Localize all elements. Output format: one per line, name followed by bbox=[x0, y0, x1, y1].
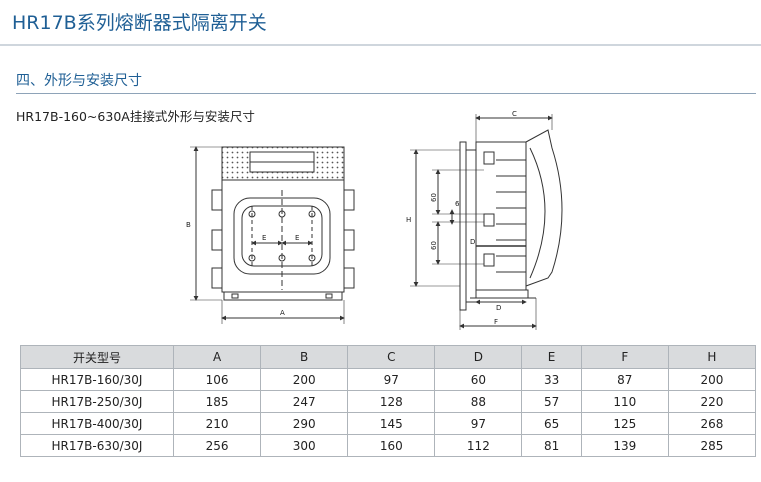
dim-label-E-left: E bbox=[262, 234, 266, 242]
col-header-E: E bbox=[521, 345, 582, 369]
table-row: HR17B-160/30J 106 200 97 60 33 87 200 bbox=[20, 368, 757, 391]
cell-F: 87 bbox=[580, 368, 669, 391]
dim-label-D-right: D bbox=[496, 304, 501, 312]
col-header-A: A bbox=[172, 345, 262, 369]
col-header-F: F bbox=[580, 345, 669, 369]
dim-label-C: C bbox=[512, 110, 517, 118]
table-row: HR17B-630/30J 256 300 160 112 81 139 285 bbox=[20, 434, 757, 457]
cell-F: 139 bbox=[580, 434, 669, 457]
cell-E: 65 bbox=[521, 412, 582, 435]
cell-model: HR17B-400/30J bbox=[20, 412, 174, 435]
col-header-C: C bbox=[347, 345, 436, 369]
dim-label-60-lower: 60 bbox=[430, 241, 438, 250]
cell-F: 125 bbox=[580, 412, 669, 435]
cell-D: 60 bbox=[434, 368, 523, 391]
cell-H: 200 bbox=[667, 368, 757, 391]
dim-label-A: A bbox=[280, 309, 285, 317]
table-row: HR17B-400/30J 210 290 145 97 65 125 268 bbox=[20, 412, 757, 435]
cell-D: 112 bbox=[434, 434, 523, 457]
cell-B: 200 bbox=[260, 368, 349, 391]
side-mounting-plate bbox=[459, 141, 467, 311]
col-header-B: B bbox=[260, 345, 349, 369]
cell-C: 128 bbox=[347, 390, 436, 413]
title-divider bbox=[0, 44, 761, 46]
cell-B: 247 bbox=[260, 390, 349, 413]
cell-F: 110 bbox=[580, 390, 669, 413]
cell-C: 97 bbox=[347, 368, 436, 391]
section-heading: 四、外形与安装尺寸 bbox=[16, 73, 142, 89]
col-header-model: 开关型号 bbox=[20, 345, 174, 369]
cell-A: 256 bbox=[172, 434, 262, 457]
dimension-table: 开关型号 A B C D E F H HR17B-160/30J 106 200… bbox=[20, 345, 757, 457]
cell-E: 33 bbox=[521, 368, 582, 391]
dim-label-6: 6 bbox=[455, 200, 460, 208]
cell-model: HR17B-630/30J bbox=[20, 434, 174, 457]
section-divider bbox=[16, 93, 756, 94]
cell-A: 106 bbox=[172, 368, 262, 391]
col-header-D: D bbox=[434, 345, 523, 369]
technical-drawing: B A E E bbox=[186, 110, 563, 330]
cell-H: 285 bbox=[667, 434, 757, 457]
front-view bbox=[190, 146, 355, 324]
page-title: HR17B系列熔断器式隔离开关 bbox=[12, 12, 267, 34]
cell-C: 145 bbox=[347, 412, 436, 435]
cell-D: 88 bbox=[434, 390, 523, 413]
cell-A: 210 bbox=[172, 412, 262, 435]
table-header-row: 开关型号 A B C D E F H bbox=[20, 345, 757, 369]
side-view bbox=[410, 114, 563, 330]
cell-H: 268 bbox=[667, 412, 757, 435]
dim-label-H: H bbox=[406, 216, 411, 224]
dim-label-B: B bbox=[186, 221, 191, 229]
cell-H: 220 bbox=[667, 390, 757, 413]
front-base-rail bbox=[223, 291, 343, 301]
dim-label-F: F bbox=[494, 318, 498, 326]
cell-C: 160 bbox=[347, 434, 436, 457]
cell-D: 97 bbox=[434, 412, 523, 435]
cell-E: 81 bbox=[521, 434, 582, 457]
cell-E: 57 bbox=[521, 390, 582, 413]
cell-model: HR17B-160/30J bbox=[20, 368, 174, 391]
figure-caption: HR17B-160~630A挂接式外形与安装尺寸 bbox=[16, 109, 255, 124]
table-row: HR17B-250/30J 185 247 128 88 57 110 220 bbox=[20, 390, 757, 413]
cell-model: HR17B-250/30J bbox=[20, 390, 174, 413]
dim-label-60-upper: 60 bbox=[430, 193, 438, 202]
dim-label-E-right: E bbox=[295, 234, 299, 242]
cell-B: 300 bbox=[260, 434, 349, 457]
cell-B: 290 bbox=[260, 412, 349, 435]
cell-A: 185 bbox=[172, 390, 262, 413]
side-cover-curve bbox=[525, 129, 563, 287]
dim-label-D-left: D bbox=[470, 238, 475, 246]
col-header-H: H bbox=[667, 345, 757, 369]
